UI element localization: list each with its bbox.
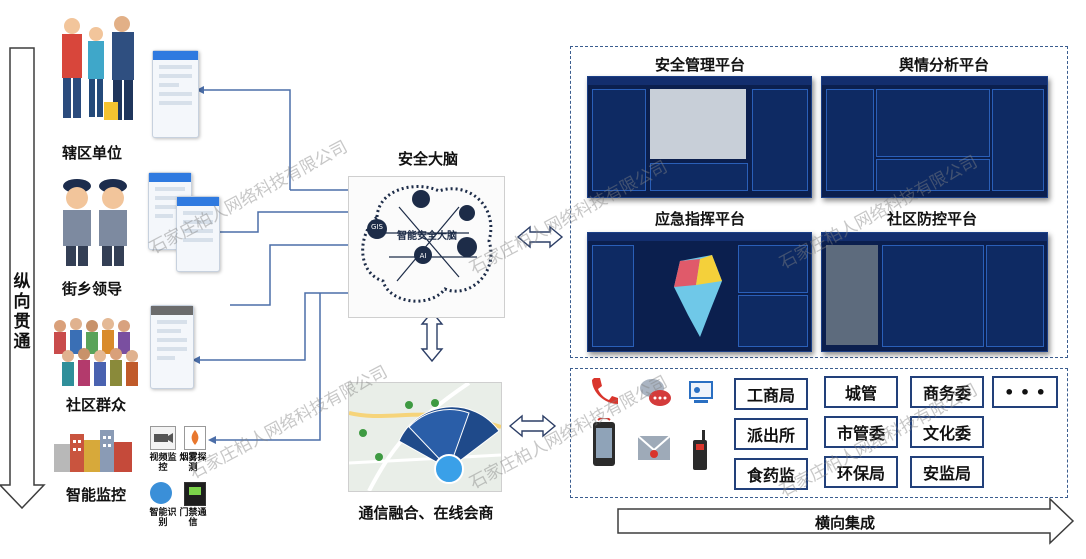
platform-screen-community (821, 232, 1048, 352)
dept-box: 文化委 (910, 416, 984, 448)
group-label-residents: 社区群众 (65, 396, 127, 414)
dept-box: 安监局 (910, 456, 984, 488)
brain-node-ai: AI (419, 252, 427, 260)
platforms-frame (570, 46, 1068, 358)
dept-box: 环保局 (824, 456, 898, 488)
workers-illustration-icon (62, 16, 134, 120)
monitor-label-access: 门禁通信 (179, 508, 207, 528)
crowd-illustration-icon (54, 318, 138, 386)
mobile-phone-icon (593, 418, 615, 466)
camera-icon (150, 426, 176, 450)
group-label-units: 辖区单位 (61, 144, 123, 162)
platform-label-security: 安全管理平台 (654, 56, 746, 74)
dept-box: 市管委 (824, 416, 898, 448)
app-phone-screen-1 (152, 50, 199, 138)
brain-comm-double-arrow (420, 310, 444, 363)
dept-box: 城管 (824, 376, 898, 408)
platform-screen-security (587, 76, 812, 198)
access-control-icon (184, 482, 206, 506)
platform-screen-emergency (587, 232, 812, 352)
face-recognition-icon (150, 482, 172, 504)
brain-panel: GIS AI 智能安全大脑 (348, 176, 505, 318)
telephone-icon (592, 378, 618, 404)
vertical-arrow-label: 纵向贯通 (13, 272, 31, 352)
comm-dept-double-arrow (508, 414, 557, 438)
dept-box: 食药监 (734, 458, 808, 490)
platform-label-opinion: 舆情分析平台 (898, 56, 990, 74)
buildings-illustration-icon (54, 430, 132, 472)
platform-screen-opinion (821, 76, 1048, 198)
brain-node-gis: GIS (371, 223, 383, 231)
group-label-leaders: 街乡领导 (61, 280, 123, 298)
map-radial-menu-icon (349, 383, 501, 491)
brain-platform-double-arrow (516, 225, 564, 249)
dept-box: 工商局 (734, 378, 808, 410)
horizontal-arrow-label: 横向集成 (814, 514, 876, 532)
monitor-label-recognition: 智能识别 (149, 508, 177, 528)
departments-frame (570, 368, 1068, 498)
dept-box: 商务委 (910, 376, 984, 408)
brain-core-label: 智能安全大脑 (397, 231, 457, 242)
chat-bubbles-icon (640, 379, 671, 406)
brain-circuit-icon (361, 185, 493, 303)
platform-label-emergency: 应急指挥平台 (654, 210, 746, 228)
comm-map-panel (348, 382, 502, 492)
envelope-icon (637, 435, 671, 460)
brain-title: 安全大脑 (397, 150, 459, 168)
platform-label-community: 社区防控平台 (886, 210, 978, 228)
smoke-detector-icon (184, 426, 206, 450)
video-chat-icon (689, 381, 713, 403)
monitor-label-video: 视频监控 (149, 453, 177, 473)
group-label-monitoring: 智能监控 (65, 486, 127, 504)
walkie-talkie-icon (693, 430, 707, 470)
comm-label: 通信融合、在线会商 (358, 504, 494, 522)
horizontal-arrow-shape (617, 497, 1075, 545)
officials-illustration-icon (63, 179, 127, 266)
monitor-label-smoke: 烟雾探测 (179, 453, 207, 473)
app-phone-screen-3 (176, 196, 220, 272)
vertical-arrow-shape (0, 47, 46, 510)
dept-box-more: • • • (992, 376, 1058, 408)
dept-box: 派出所 (734, 418, 808, 450)
app-phone-screen-4 (150, 305, 194, 389)
